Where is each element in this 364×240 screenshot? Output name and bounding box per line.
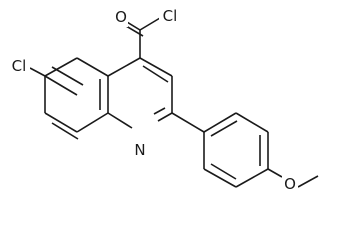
bond: [139, 17, 161, 31]
bond: [51, 122, 79, 140]
bond: [44, 75, 78, 96]
acyl-chlorine-label: Cl: [163, 7, 178, 25]
ring-nitrogen-label: N: [134, 141, 145, 159]
bond: [235, 168, 269, 188]
chlorine-atom-label: Cl: [12, 57, 27, 75]
bond: [29, 67, 46, 77]
bond: [235, 112, 269, 133]
atom-labels: Cl O Cl N O: [8, 7, 298, 194]
bond: [203, 168, 237, 188]
bond: [203, 112, 237, 133]
bond-lines: [29, 17, 319, 188]
chemical-structure-diagram: Cl O Cl N O: [8, 7, 319, 194]
bond: [107, 112, 133, 129]
bond: [210, 120, 238, 137]
bond: [76, 112, 109, 133]
label-backdrop: [282, 175, 298, 194]
bond: [44, 57, 78, 77]
bond: [126, 21, 141, 31]
bond: [171, 112, 205, 133]
bond: [153, 107, 166, 115]
bond: [297, 175, 319, 188]
bond: [267, 168, 283, 178]
bond: [125, 25, 144, 37]
label-backdrop: [159, 7, 181, 26]
label-backdrop: [132, 140, 148, 159]
bond: [44, 112, 78, 133]
bond: [210, 163, 237, 180]
bond: [139, 57, 173, 77]
label-backdrop: [8, 57, 30, 76]
carbonyl-oxygen-label: O: [115, 8, 127, 26]
bond: [76, 57, 109, 77]
ether-oxygen-label: O: [284, 175, 296, 193]
bond: [157, 112, 173, 122]
bond: [107, 57, 141, 77]
bond: [142, 65, 169, 83]
label-backdrop: [113, 8, 128, 27]
